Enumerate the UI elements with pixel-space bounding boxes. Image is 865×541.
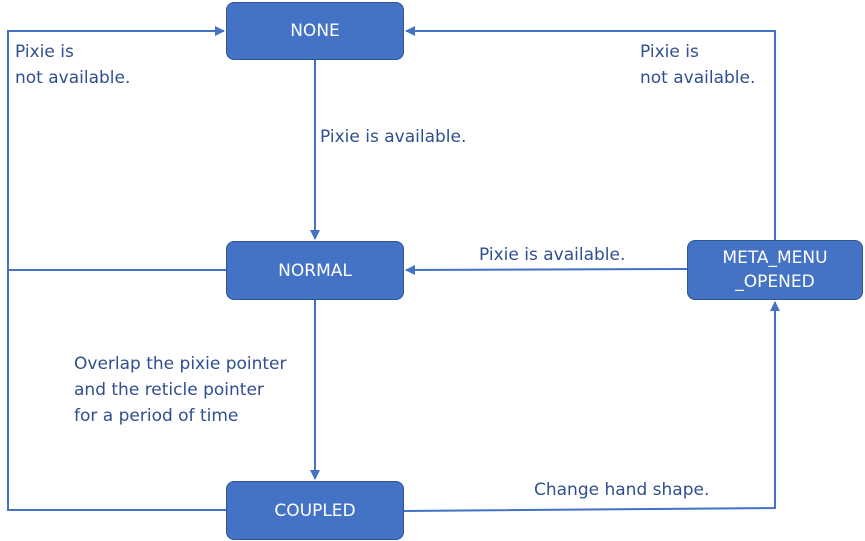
label-left-not-available: Pixie is not available. [15, 39, 130, 91]
label-line: not available. [15, 68, 131, 88]
label-line: Pixie is [640, 42, 699, 62]
label-line: not available. [640, 68, 756, 88]
state-normal-label: NORMAL [278, 260, 352, 281]
state-normal: NORMAL [226, 241, 404, 300]
edge-meta-to-normal [405, 264, 688, 275]
state-coupled: COUPLED [226, 481, 404, 540]
label-meta-to-normal: Pixie is available. [479, 242, 625, 268]
label-normal-to-coupled: Overlap the pixie pointer and the reticl… [74, 351, 287, 429]
label-line: Pixie is available. [320, 127, 467, 147]
state-none-label: NONE [290, 21, 340, 41]
state-coupled-label: COUPLED [274, 500, 356, 521]
state-meta-label-line2: _OPENED [735, 272, 815, 292]
state-none: NONE [226, 2, 404, 60]
label-line: for a period of time [74, 406, 239, 426]
label-right-not-available: Pixie is not available. [640, 39, 755, 91]
label-none-to-normal: Pixie is available. [320, 124, 466, 150]
label-line: Overlap the pixie pointer [74, 354, 287, 374]
label-line: Pixie is available. [479, 245, 626, 265]
state-meta-label-line1: META_MENU [722, 248, 828, 268]
label-line: and the reticle pointer [74, 380, 264, 400]
label-coupled-to-meta: Change hand shape. [534, 477, 709, 503]
label-line: Change hand shape. [534, 480, 710, 500]
edge-meta-to-none [405, 26, 776, 240]
label-line: Pixie is [15, 42, 74, 62]
edge-coupled-to-meta [403, 301, 780, 512]
state-meta-menu-opened: META_MENU _OPENED [687, 240, 863, 300]
